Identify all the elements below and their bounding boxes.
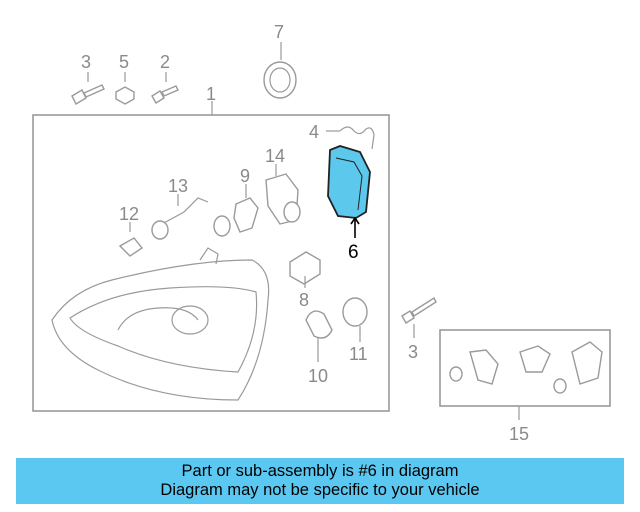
callout-10: 10 <box>308 366 328 386</box>
bulb-part-10[interactable] <box>305 310 333 362</box>
callout-13: 13 <box>168 176 188 196</box>
headlamp-housing <box>51 247 270 401</box>
callout-4: 4 <box>309 122 319 142</box>
callout-12: 12 <box>119 204 139 224</box>
callout-8: 8 <box>299 290 309 310</box>
callout-3-right: 3 <box>408 342 418 362</box>
socket-part-11[interactable] <box>342 297 368 342</box>
bulb-part-9[interactable] <box>213 184 259 237</box>
parts-kit-frame <box>439 329 611 407</box>
parts-diagram: 3 5 2 7 1 4 6 14 9 13 12 8 11 10 3 15 <box>32 22 611 444</box>
callout-5: 5 <box>119 52 129 72</box>
info-banner: Part or sub-assembly is #6 in diagram Di… <box>16 458 624 504</box>
banner-line-1: Part or sub-assembly is #6 in diagram <box>181 462 459 480</box>
bolt-part-2[interactable] <box>151 72 179 104</box>
callout-3-top: 3 <box>81 52 91 72</box>
callout-14: 14 <box>265 146 285 166</box>
headlamp-assembly-frame <box>32 114 390 412</box>
callout-6: 6 <box>348 242 359 263</box>
wire-part-4[interactable] <box>326 126 375 150</box>
ring-part-7[interactable] <box>263 42 297 99</box>
cover-part-6[interactable] <box>327 145 371 238</box>
screw-part-3[interactable] <box>71 72 105 105</box>
callout-1: 1 <box>206 84 216 104</box>
callout-9: 9 <box>240 166 250 186</box>
bulb-part-12[interactable] <box>118 222 144 257</box>
kit-parts-15[interactable] <box>449 341 603 394</box>
banner-line-2: Diagram may not be specific to your vehi… <box>160 481 480 499</box>
bulb-part-14[interactable] <box>265 164 301 225</box>
callout-11: 11 <box>349 344 368 364</box>
harness-part-13[interactable] <box>151 194 209 240</box>
callout-2: 2 <box>160 52 170 72</box>
callout-15: 15 <box>509 424 529 444</box>
screw-part-3-right[interactable] <box>401 296 437 338</box>
bulb-part-8[interactable] <box>289 251 321 288</box>
callout-7: 7 <box>274 22 284 42</box>
nut-part-5[interactable] <box>115 72 135 105</box>
